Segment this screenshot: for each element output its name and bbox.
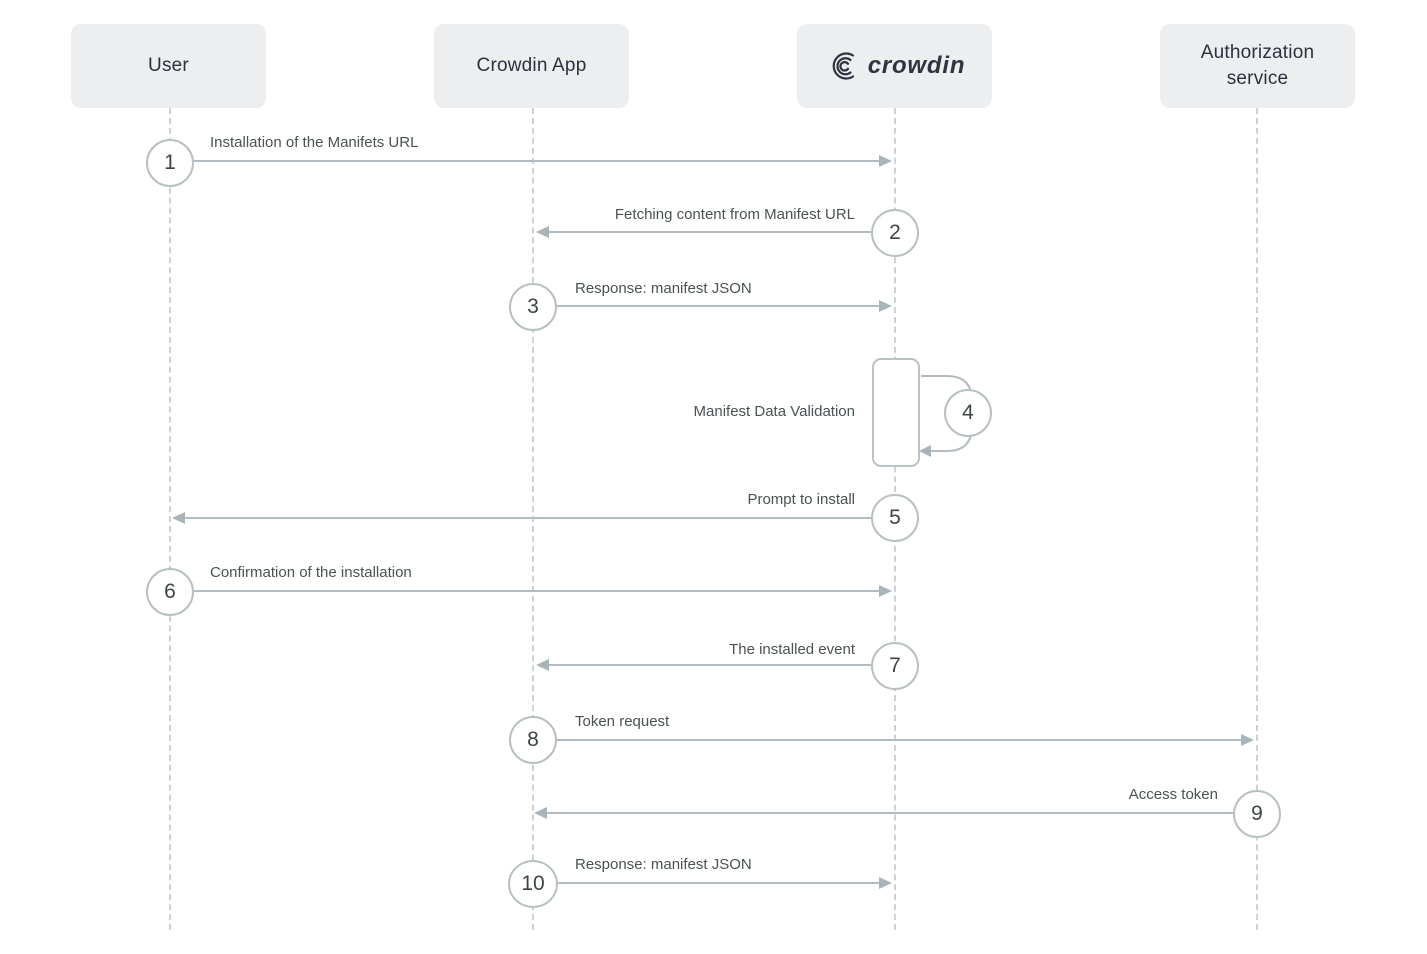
arrow-line-step-1 [194, 160, 879, 162]
arrowhead-step-3 [879, 300, 892, 312]
arrow-line-step-8 [557, 739, 1241, 741]
step-circle-3: 3 [509, 283, 557, 331]
arrowhead-step-8 [1241, 734, 1254, 746]
crowdin-logo-wordmark: crowdin [867, 51, 966, 79]
step-number-8: 8 [527, 728, 539, 751]
step-number-5: 5 [889, 506, 901, 529]
actor-crowdin: crowdin [797, 24, 992, 108]
message-label-step-5: Prompt to install [747, 491, 855, 508]
actor-crowdin-app-label: Crowdin App [476, 55, 587, 77]
arrowhead-step-9 [534, 807, 547, 819]
arrow-line-step-6 [194, 590, 879, 592]
arrow-line-step-2 [548, 231, 871, 233]
arrow-line-step-9 [546, 812, 1233, 814]
lifeline-crowdin-app [532, 108, 534, 930]
message-label-step-7: The installed event [729, 641, 855, 658]
arrowhead-step-6 [879, 585, 892, 597]
step-number-2: 2 [889, 221, 901, 244]
step-circle-6: 6 [146, 568, 194, 616]
step-circle-10: 10 [508, 860, 558, 908]
actor-authorization-service: Authorization service [1160, 24, 1355, 108]
lifeline-user [169, 108, 171, 930]
crowdin-swirl-icon [832, 52, 854, 80]
message-label-step-3: Response: manifest JSON [575, 280, 752, 297]
step-number-1: 1 [164, 151, 176, 174]
arrowhead-step-7 [536, 659, 549, 671]
arrowhead-step-5 [172, 512, 185, 524]
crowdin-logo: crowdin [824, 50, 966, 82]
message-label-step-9: Access token [1128, 786, 1218, 803]
message-label-step-2: Fetching content from Manifest URL [614, 206, 855, 223]
arrow-line-step-5 [184, 517, 871, 519]
step-circle-1: 1 [146, 139, 194, 187]
arrow-line-step-3 [557, 305, 879, 307]
arrow-line-step-10 [557, 882, 879, 884]
step-number-3: 3 [527, 295, 539, 318]
step-circle-8: 8 [509, 716, 557, 764]
step-circle-7: 7 [871, 642, 919, 690]
actor-authorization-service-label: Authorization service [1200, 42, 1315, 89]
step-number-9: 9 [1251, 802, 1263, 825]
step-circle-5: 5 [871, 494, 919, 542]
step-circle-4: 4 [944, 389, 992, 437]
message-label-step-4: Manifest Data Validation [693, 403, 855, 420]
arrowhead-step-2 [536, 226, 549, 238]
actor-crowdin-app: Crowdin App [434, 24, 629, 108]
step-number-10: 10 [521, 872, 545, 895]
step-number-4: 4 [962, 401, 974, 424]
actor-user: User [71, 24, 266, 108]
step-circle-2: 2 [871, 209, 919, 257]
step-circle-9: 9 [1233, 790, 1281, 838]
message-label-step-10: Response: manifest JSON [575, 856, 752, 873]
arrowhead-step-10 [879, 877, 892, 889]
step-number-7: 7 [889, 654, 901, 677]
actor-user-label: User [148, 55, 189, 77]
step-number-6: 6 [164, 580, 176, 603]
message-label-step-1: Installation of the Manifets URL [210, 134, 419, 151]
activation-box-step-4 [872, 358, 920, 467]
arrowhead-step-1 [879, 155, 892, 167]
lifeline-authorization-service [1256, 108, 1258, 930]
arrow-line-step-7 [548, 664, 871, 666]
message-label-step-6: Confirmation of the installation [210, 564, 412, 581]
message-label-step-8: Token request [575, 713, 670, 730]
